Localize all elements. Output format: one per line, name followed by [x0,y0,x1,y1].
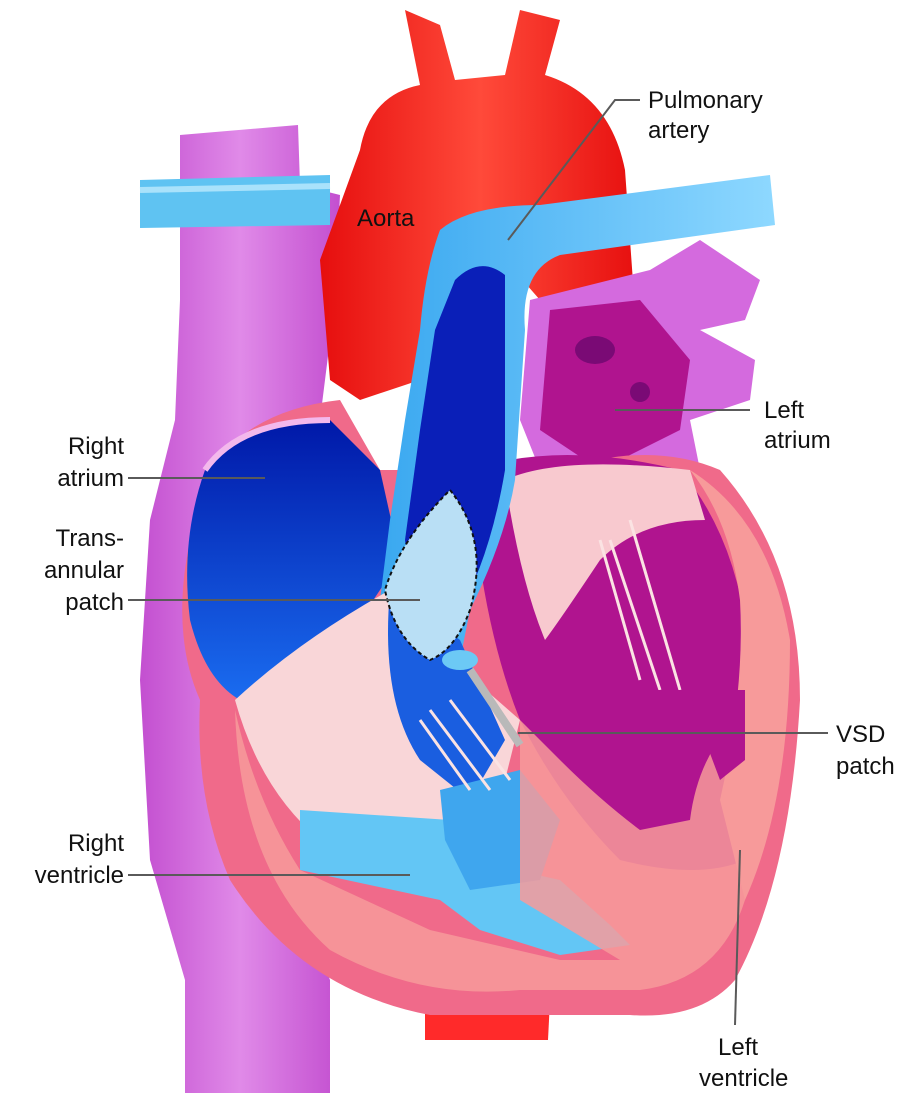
label-transannular-patch-line2: annular [44,557,124,584]
label-vsd-patch-line1: VSD [836,721,885,748]
label-right-ventricle-line1: Right [68,830,124,857]
label-transannular-patch-line1: Trans- [56,525,124,552]
label-left-atrium-line2: atrium [764,427,831,454]
label-right-atrium-line1: Right [68,433,124,460]
label-left-atrium-line1: Left [764,397,804,424]
label-left-ventricle-line2: ventricle [699,1065,788,1092]
label-aorta: Aorta [357,205,415,232]
label-transannular-patch-line3: patch [65,589,124,616]
label-right-ventricle-line2: ventricle [35,862,124,889]
label-left-ventricle-line1: Left [718,1034,758,1061]
label-pulmonary-artery-line1: Pulmonary [648,87,763,114]
label-vsd-patch-line2: patch [836,753,895,780]
label-pulmonary-artery-line2: artery [648,117,709,144]
label-right-atrium-line2: atrium [57,465,124,492]
